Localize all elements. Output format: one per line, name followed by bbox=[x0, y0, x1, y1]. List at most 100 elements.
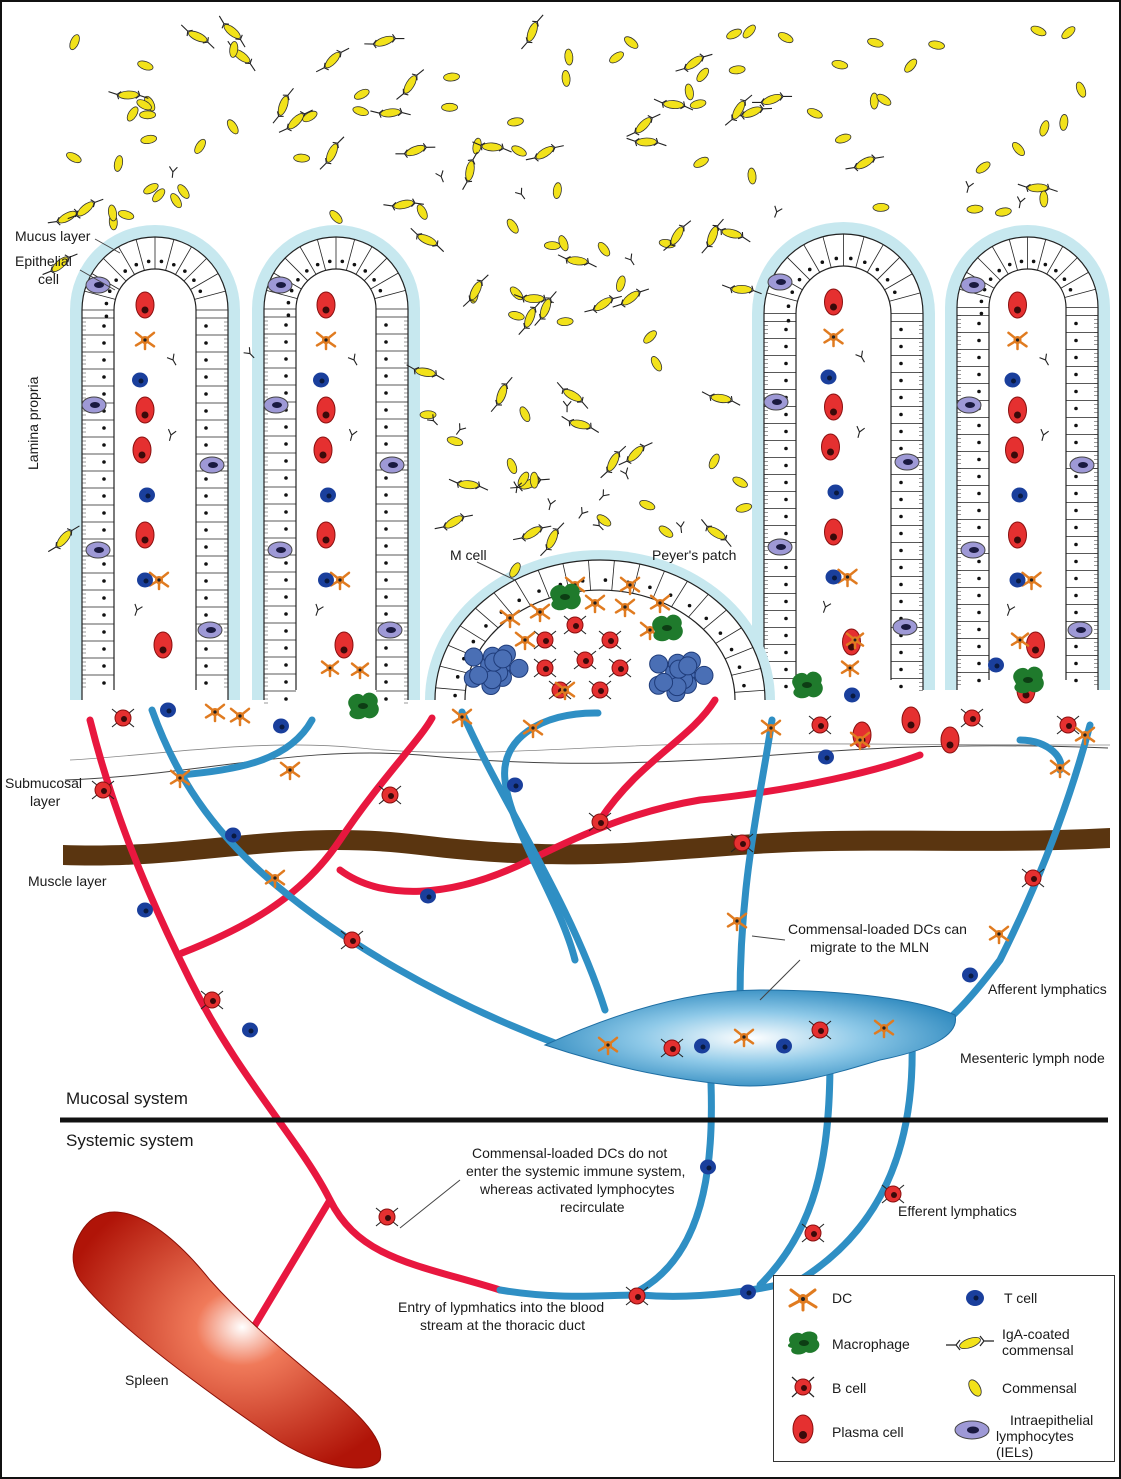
iga-coated-commensal bbox=[511, 522, 553, 544]
commensal bbox=[741, 23, 758, 40]
iga-coated-commensal bbox=[433, 511, 475, 533]
lamina-propria-core bbox=[989, 269, 1066, 680]
antibody bbox=[625, 254, 638, 268]
spleen bbox=[73, 1212, 381, 1468]
antibody bbox=[168, 166, 177, 178]
iga-coated-commensal bbox=[454, 150, 486, 192]
iel-cell bbox=[380, 457, 404, 473]
t-cell bbox=[844, 688, 860, 703]
label-afferent-lymphatics: Afferent lymphatics bbox=[988, 981, 1107, 997]
t-cell bbox=[137, 573, 153, 588]
commensal bbox=[564, 49, 573, 66]
t-cell bbox=[507, 778, 523, 793]
commensal bbox=[107, 204, 117, 221]
commensal bbox=[831, 59, 848, 70]
commensal bbox=[967, 205, 983, 214]
iga-coated-commensal bbox=[483, 375, 520, 415]
iel-cell bbox=[378, 622, 402, 638]
b-cell bbox=[574, 651, 596, 669]
commensal bbox=[928, 40, 945, 51]
t-cell bbox=[273, 719, 289, 734]
iga-coated-commensal bbox=[514, 12, 551, 52]
label-epithelial-cell: Epithelial bbox=[15, 253, 72, 269]
b-cell bbox=[376, 1208, 398, 1226]
plasma-cell bbox=[136, 397, 154, 423]
commensal bbox=[638, 498, 656, 511]
legend-b-cell: B cell bbox=[832, 1380, 866, 1396]
iga-coated-commensal bbox=[524, 142, 566, 164]
commensal bbox=[707, 452, 721, 470]
iga-coated-commensal bbox=[559, 408, 601, 441]
b-cell bbox=[589, 813, 611, 831]
dc-cell bbox=[231, 709, 249, 725]
b-cell-icon bbox=[788, 1372, 818, 1402]
iga-coated-commensal bbox=[408, 221, 447, 259]
commensal bbox=[446, 435, 464, 447]
plasma-cell bbox=[1009, 522, 1027, 548]
label-m-cell: M cell bbox=[450, 547, 487, 563]
iel-cell bbox=[764, 394, 788, 410]
legend-iel-2: lymphocytes (IELs) bbox=[996, 1428, 1114, 1460]
b-cell bbox=[809, 716, 831, 734]
lamina-propria-core bbox=[796, 266, 891, 680]
macrophage bbox=[792, 672, 823, 699]
iel-cell bbox=[961, 277, 985, 293]
iga-coated-commensal bbox=[582, 292, 624, 316]
commensal bbox=[552, 182, 562, 199]
t-cell bbox=[821, 370, 837, 385]
commensal bbox=[113, 155, 124, 172]
commensal bbox=[117, 209, 135, 221]
t-cell bbox=[694, 1039, 710, 1054]
antibody bbox=[453, 423, 466, 437]
commensal bbox=[689, 98, 706, 110]
iga-coated-commensal bbox=[752, 92, 792, 106]
commensal bbox=[443, 72, 460, 81]
commensal bbox=[353, 87, 371, 101]
commensal bbox=[505, 217, 521, 235]
commensal bbox=[1030, 24, 1048, 38]
iga-coated-commensal bbox=[657, 217, 697, 253]
b-cell bbox=[599, 631, 621, 649]
iel-cell bbox=[957, 397, 981, 413]
antibody bbox=[575, 507, 588, 521]
b-cell bbox=[731, 834, 753, 852]
t-cell bbox=[1010, 573, 1026, 588]
commensal bbox=[615, 275, 627, 293]
iga-coated-commensal bbox=[369, 101, 411, 125]
iga-coated-commensal bbox=[622, 110, 664, 140]
b-cell bbox=[661, 1039, 683, 1057]
t-cell bbox=[828, 485, 844, 500]
t-cell bbox=[160, 703, 176, 718]
commensal bbox=[622, 34, 640, 50]
iel-cell bbox=[768, 274, 792, 290]
commensal bbox=[328, 208, 345, 225]
plasma-cell bbox=[825, 289, 843, 315]
b-cell bbox=[564, 616, 586, 634]
commensal bbox=[1010, 140, 1027, 157]
label-mesenteric-lymph-node: Mesenteric lymph node bbox=[960, 1050, 1105, 1066]
t-cell bbox=[139, 488, 155, 503]
iga-coated-commensal bbox=[694, 216, 731, 256]
label-efferent-lymphatics: Efferent lymphatics bbox=[898, 1203, 1017, 1219]
iga-coated-commensal bbox=[456, 272, 495, 310]
t-cell bbox=[962, 968, 978, 983]
commensal bbox=[1060, 24, 1077, 41]
dc-cell bbox=[281, 763, 299, 779]
commensal bbox=[125, 105, 140, 123]
commensal bbox=[695, 66, 711, 83]
iga-coated-commensal bbox=[554, 376, 591, 416]
legend: DC T cell Macrophage IgA-coated commensa… bbox=[773, 1275, 1115, 1462]
b-cell bbox=[379, 786, 401, 804]
commensal bbox=[518, 405, 532, 423]
antibody bbox=[1015, 197, 1025, 209]
t-cell bbox=[313, 373, 329, 388]
commensal bbox=[508, 310, 525, 321]
commensal bbox=[692, 155, 710, 170]
commensal bbox=[561, 70, 570, 87]
antibody bbox=[563, 401, 571, 412]
iel-cell bbox=[893, 619, 917, 635]
commensal bbox=[508, 285, 525, 302]
t-cell-icon bbox=[964, 1288, 986, 1308]
iel-cell bbox=[82, 397, 106, 413]
t-cell bbox=[242, 1023, 258, 1038]
